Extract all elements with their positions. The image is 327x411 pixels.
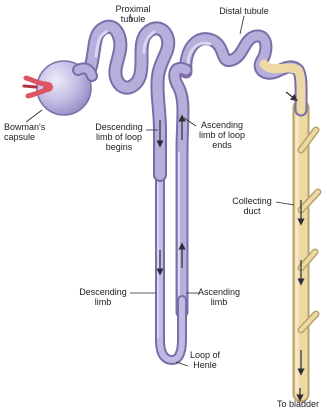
label-ascending-limb-ends: Ascending limb of loop ends <box>192 120 252 150</box>
leader-collecting-duct <box>276 202 294 205</box>
label-to-bladder: To bladder <box>272 399 324 409</box>
label-descending-limb-begins: Descending limb of loop begins <box>92 122 146 152</box>
leader-bowmans-capsule <box>26 110 42 122</box>
leader-distal-tubule <box>240 16 244 34</box>
collecting-duct <box>297 108 318 394</box>
label-collecting-duct: Collecting duct <box>226 196 278 216</box>
distal-tubule <box>186 36 301 110</box>
label-bowmans-capsule: Bowman's capsule <box>4 122 50 142</box>
label-loop-of-henle: Loop of Henle <box>184 350 226 370</box>
label-descending-limb: Descending limb <box>76 287 130 307</box>
ascending-limb-upper <box>175 68 186 312</box>
label-distal-tubule: Distal tubule <box>216 6 272 16</box>
label-ascending-limb: Ascending limb <box>196 287 242 307</box>
proximal-tubule <box>90 27 168 175</box>
flow-arrow-distal <box>286 92 295 99</box>
label-proximal-tubule: Proximal tubule <box>106 4 160 24</box>
